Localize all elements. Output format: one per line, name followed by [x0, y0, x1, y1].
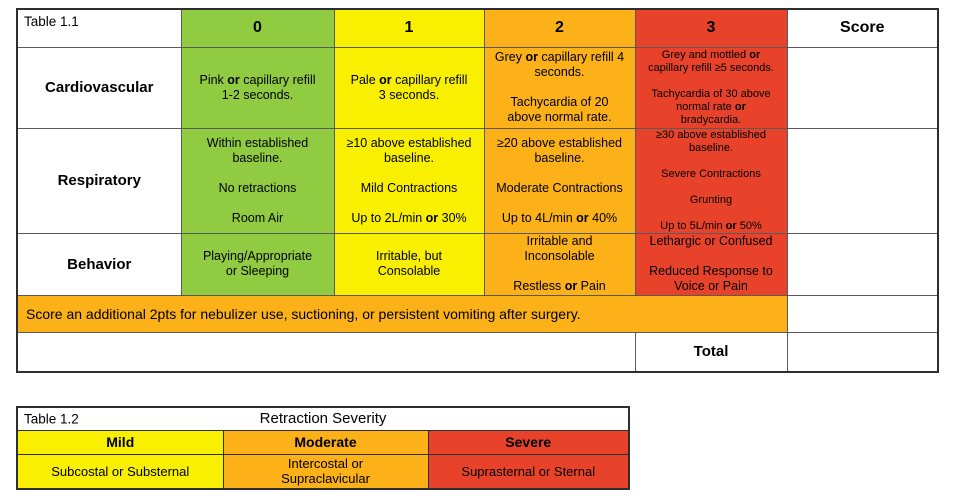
- header-row: Table 1.1 0 1 2 3 Score: [16, 8, 939, 48]
- row-label-respiratory: Respiratory: [16, 127, 182, 234]
- score-cell-cardiovascular: [786, 46, 939, 129]
- total-score-cell: [786, 331, 939, 373]
- note-score-cell: [786, 294, 939, 333]
- score-cell-behavior: [786, 232, 939, 296]
- score-cell-respiratory: [786, 127, 939, 234]
- pews-score-table: Table 1.1 0 1 2 3 Score Cardiovascular P…: [16, 8, 939, 373]
- note-row: Score an additional 2pts for nebulizer u…: [16, 294, 939, 333]
- table1-label: Table 1.1: [16, 8, 182, 48]
- retraction-severity-table: Table 1.2 Retraction Severity Mild Moder…: [16, 406, 630, 490]
- column-header-0: 0: [180, 8, 335, 48]
- table2-title: Retraction Severity: [259, 410, 387, 428]
- table2-header-severe: Severe: [427, 429, 630, 455]
- table2-label: Table 1.2: [24, 411, 79, 427]
- table2-header-row: Mild Moderate Severe: [16, 429, 630, 455]
- row-label-cardiovascular: Cardiovascular: [16, 46, 182, 129]
- column-header-1: 1: [333, 8, 485, 48]
- total-row-spacer: [16, 331, 636, 373]
- table2-header-mild: Mild: [16, 429, 224, 455]
- table2-title-cell: Table 1.2 Retraction Severity: [16, 406, 630, 431]
- table2-cell-mild: Subcostal or Substernal: [16, 453, 224, 490]
- score-column-header: Score: [786, 8, 939, 48]
- column-header-3: 3: [634, 8, 788, 48]
- table2-title-row: Table 1.2 Retraction Severity: [16, 406, 630, 431]
- total-row: Total: [16, 331, 939, 373]
- total-label: Total: [634, 331, 788, 373]
- cell-behavior-3: Lethargic or Confused Reduced Response t…: [634, 232, 788, 296]
- additional-points-note: Score an additional 2pts for nebulizer u…: [16, 294, 788, 333]
- table2-cell-severe: Suprasternal or Sternal: [427, 453, 630, 490]
- table2-header-moderate: Moderate: [222, 429, 429, 455]
- column-header-2: 2: [483, 8, 636, 48]
- row-label-behavior: Behavior: [16, 232, 182, 296]
